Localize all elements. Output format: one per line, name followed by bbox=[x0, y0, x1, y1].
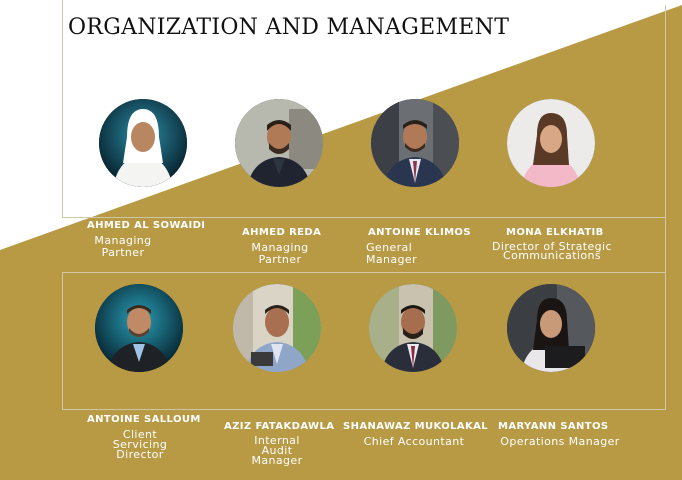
portrait-photo bbox=[507, 99, 595, 187]
person-name: ANTOINE SALLOUM bbox=[87, 414, 201, 425]
portrait-photo bbox=[235, 99, 323, 187]
portrait-photo bbox=[95, 284, 183, 372]
person-role: General Manager bbox=[366, 241, 418, 266]
portrait-photo bbox=[371, 99, 459, 187]
person-name: SHANAWAZ MUKOLAKAL bbox=[343, 421, 489, 432]
person-role: Client Servicing Director bbox=[112, 428, 168, 461]
person-name: MONA ELKHATIB bbox=[506, 227, 604, 238]
frame-row2-divider bbox=[62, 272, 666, 273]
portrait-photo bbox=[99, 99, 187, 187]
frame-left-lower-vertical bbox=[62, 272, 63, 410]
portrait-photo bbox=[369, 284, 457, 372]
frame-right-vertical bbox=[665, 5, 666, 410]
portrait-photo bbox=[507, 284, 595, 372]
person-role: Director of Strategic Communications bbox=[492, 240, 612, 262]
page-title: ORGANIZATION AND MANAGEMENT bbox=[68, 15, 510, 40]
frame-left-vertical bbox=[62, 0, 63, 218]
person-name: AZIZ FATAKDAWLA bbox=[224, 421, 335, 432]
person-name: ANTOINE KLIMOS bbox=[368, 227, 471, 238]
frame-row3-divider bbox=[62, 409, 666, 410]
person-name: MARYANN SANTOS bbox=[498, 421, 609, 432]
person-role: Operations Manager bbox=[500, 435, 620, 448]
person-name: AHMED AL SOWAIDI bbox=[87, 220, 206, 231]
portrait-photo bbox=[233, 284, 321, 372]
person-name: AHMED REDA bbox=[242, 227, 322, 238]
person-role: Managing Partner bbox=[94, 234, 152, 259]
person-role: Chief Accountant bbox=[363, 435, 465, 448]
person-role: Internal Audit Manager bbox=[251, 434, 303, 467]
person-role: Managing Partner bbox=[251, 241, 309, 266]
frame-row1-divider bbox=[62, 217, 666, 218]
